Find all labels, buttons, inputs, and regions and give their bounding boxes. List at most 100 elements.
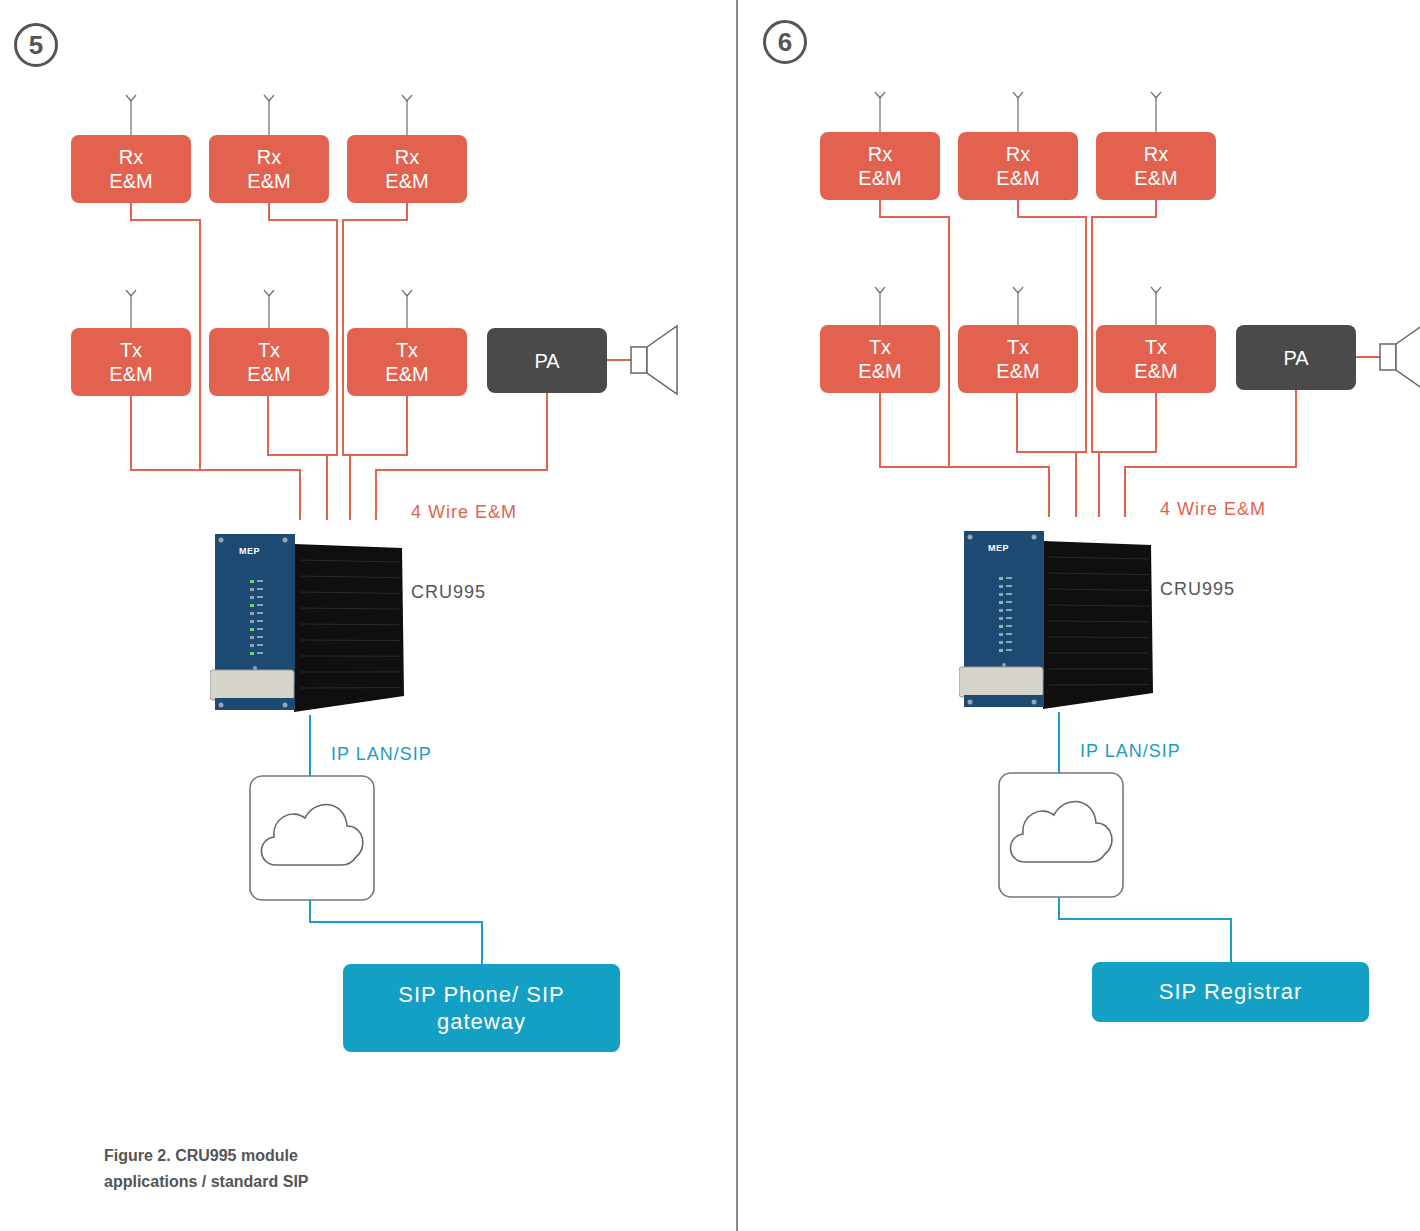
box-label: Tx E&M: [1122, 333, 1190, 385]
radio-box: Rx E&M: [958, 132, 1078, 200]
antenna-symbol: [126, 290, 136, 296]
antenna-symbol: [1013, 287, 1023, 293]
module-fin: [1049, 589, 1149, 590]
module-led: [250, 620, 254, 623]
module-fin: [300, 592, 400, 593]
endpoint-box: SIP Registrar: [1092, 962, 1369, 1022]
module-led: [253, 666, 257, 670]
module-led-label: [257, 588, 263, 590]
callout-number: 6: [763, 20, 807, 64]
module-led-label: [257, 652, 263, 654]
radio-box: Tx E&M: [1096, 325, 1216, 393]
module-led-label: [1006, 577, 1012, 579]
callout-number-text: 6: [778, 29, 792, 55]
module-screw: [219, 538, 224, 543]
radio-box: Tx E&M: [347, 328, 467, 396]
speaker-wire: [607, 359, 631, 361]
radio-box: Rx E&M: [347, 135, 467, 203]
antenna-symbol: [402, 290, 412, 296]
figure-caption: Figure 2. CRU995 module applications / s…: [104, 1143, 374, 1196]
antenna-symbol: [268, 99, 269, 135]
module-led-label: [257, 612, 263, 614]
module-screw: [968, 535, 973, 540]
antenna-symbol: [879, 291, 880, 325]
cloud-symbol: [1010, 802, 1111, 862]
network-link: [1059, 712, 1231, 962]
box-label: Tx E&M: [846, 333, 914, 385]
network-link: [310, 715, 482, 964]
module-fin: [1049, 668, 1149, 669]
module-led-label: [257, 604, 263, 606]
audio-wire: [1125, 390, 1296, 517]
module-screw: [219, 703, 224, 708]
box-label: SIP Phone/ SIP gateway: [394, 981, 569, 1036]
radio-box: Tx E&M: [820, 325, 940, 393]
cloud-symbol: [261, 805, 362, 865]
module-led: [250, 612, 254, 615]
brand-mark: MEP: [988, 543, 1009, 553]
panel-divider: [736, 0, 738, 1231]
module-fin: [1049, 684, 1149, 685]
module-screw: [1032, 700, 1037, 705]
module-led: [999, 601, 1003, 604]
radio-box: Rx E&M: [1096, 132, 1216, 200]
module-screw: [283, 538, 288, 543]
radio-box: Rx E&M: [209, 135, 329, 203]
callout-number: 5: [14, 23, 58, 67]
module-fin: [300, 687, 400, 688]
module-led-label: [1006, 617, 1012, 619]
module-handle: [210, 670, 294, 700]
module-front: [964, 531, 1044, 681]
panel-art: [126, 95, 677, 900]
module-name: CRU995: [1160, 579, 1235, 600]
module-led: [250, 604, 254, 607]
audio-wire: [350, 396, 407, 520]
module-led-label: [257, 596, 263, 598]
antenna-symbol: [875, 287, 885, 293]
antenna-symbol: [264, 290, 274, 296]
module-led-label: [1006, 585, 1012, 587]
module-led: [999, 593, 1003, 596]
network-box: [999, 773, 1123, 897]
module-led: [1002, 663, 1006, 667]
module-led-label: [1006, 609, 1012, 611]
module-led-label: [257, 628, 263, 630]
module-led: [250, 580, 254, 583]
module-led: [250, 644, 254, 647]
module-front: [215, 534, 295, 684]
module-led-label: [257, 620, 263, 622]
endpoint-box: SIP Phone/ SIP gateway: [343, 964, 620, 1052]
module-fin: [300, 656, 400, 657]
link-label: IP LAN/SIP: [1080, 741, 1181, 762]
amplifier-box: PA: [487, 328, 607, 393]
box-label: PA: [530, 347, 563, 375]
module-led: [250, 588, 254, 591]
module-fin: [1049, 573, 1149, 575]
module-led-label: [257, 644, 263, 646]
audio-wire: [1099, 393, 1156, 517]
speaker-symbol: [1396, 323, 1420, 391]
box-label: Rx E&M: [235, 143, 303, 195]
module-screw: [1032, 535, 1037, 540]
antenna-symbol: [264, 95, 274, 101]
antenna-symbol: [1013, 92, 1023, 98]
module-led-label: [1006, 625, 1012, 627]
callout-number-text: 5: [29, 32, 43, 58]
network-box: [250, 776, 374, 900]
radio-box: Tx E&M: [209, 328, 329, 396]
antenna-symbol: [406, 99, 407, 135]
radio-box: Tx E&M: [71, 328, 191, 396]
module-led: [999, 649, 1003, 652]
antenna-symbol: [875, 92, 885, 98]
module-fin: [1049, 653, 1149, 654]
antenna-symbol: [268, 294, 269, 328]
radio-box: Tx E&M: [958, 325, 1078, 393]
module-fin: [300, 608, 400, 609]
signal-label: 4 Wire E&M: [1160, 499, 1266, 520]
link-label: IP LAN/SIP: [331, 744, 432, 765]
module-led: [999, 609, 1003, 612]
speaker-wire: [1356, 356, 1380, 358]
module-fin: [1049, 605, 1149, 606]
module-front: [964, 695, 1044, 707]
